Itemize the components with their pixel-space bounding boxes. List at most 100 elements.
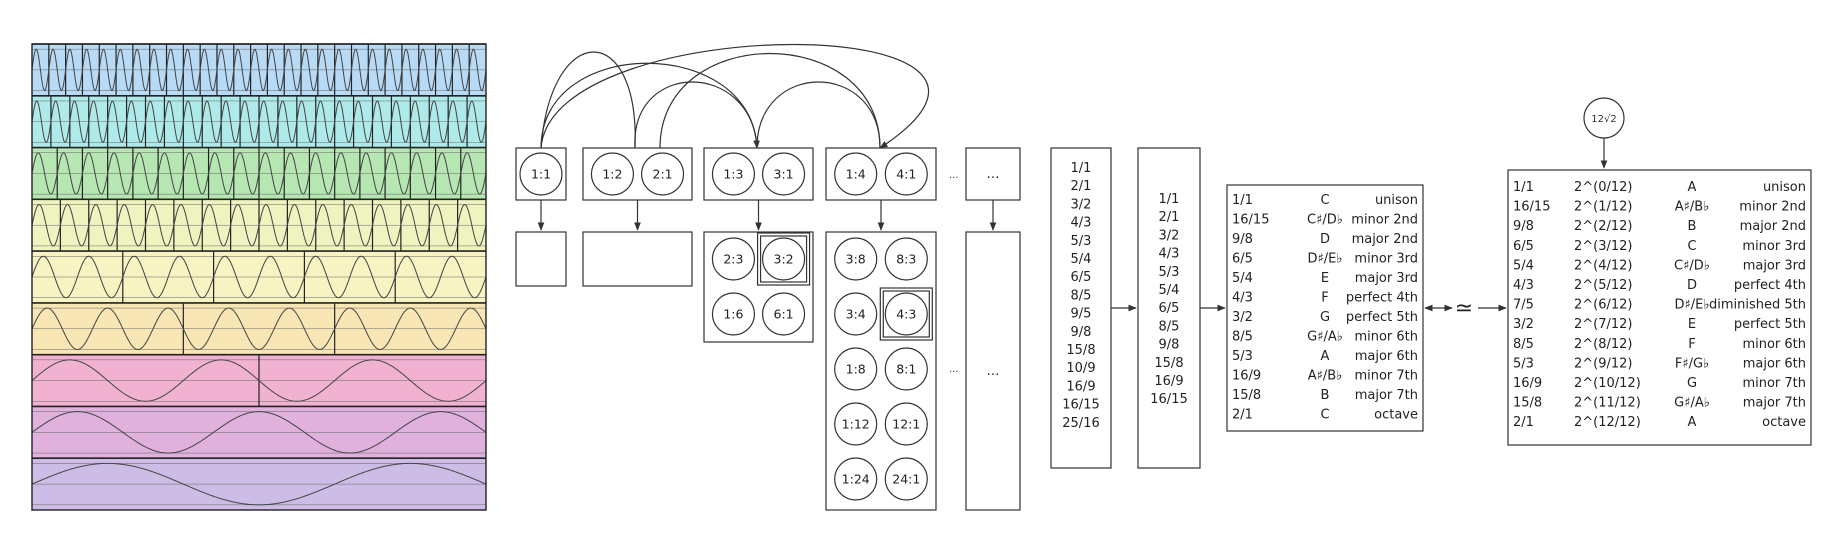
just-interval-name: minor 6th xyxy=(1354,330,1418,345)
just-ratio: 5/4 xyxy=(1232,271,1253,286)
unique-ratio-item: 4/3 xyxy=(1159,247,1180,262)
just-note: D xyxy=(1320,232,1330,247)
equal-interval-name: minor 7th xyxy=(1742,376,1806,391)
just-interval-name: major 6th xyxy=(1355,349,1418,364)
sine-wave xyxy=(31,359,487,402)
just-ratio: 1/1 xyxy=(1232,193,1253,208)
sine-wave xyxy=(31,100,487,143)
equal-power: 2^(9/12) xyxy=(1574,356,1633,371)
all-ratio-item: 8/5 xyxy=(1071,288,1092,303)
equal-interval-name: unison xyxy=(1763,180,1806,195)
arc-2-to-4 xyxy=(659,52,881,149)
all-ratio-item: 9/5 xyxy=(1071,307,1092,322)
just-ratio: 16/15 xyxy=(1232,213,1269,228)
equal-ratio: 15/8 xyxy=(1513,396,1542,411)
unique-ratio-item: 1/1 xyxy=(1159,192,1180,207)
just-interval-name: octave xyxy=(1374,408,1418,423)
equal-note: C xyxy=(1687,239,1696,254)
ratio-node xyxy=(834,292,878,336)
ellipsis-bottom: ... xyxy=(949,364,959,375)
just-interval-name: unison xyxy=(1375,193,1418,208)
just-interval-name: perfect 4th xyxy=(1346,291,1418,306)
equal-ratio: 7/5 xyxy=(1513,298,1534,313)
equal-power: 2^(10/12) xyxy=(1574,376,1641,391)
ratio-node-label: 1:4 xyxy=(846,167,866,182)
just-interval-name: minor 7th xyxy=(1354,369,1418,384)
equal-interval-name: diminished 5th xyxy=(1709,298,1806,313)
ratio-node xyxy=(761,292,806,336)
equal-note: F♯/G♭ xyxy=(1675,356,1709,371)
ratio-node-label: 1:1 xyxy=(531,167,551,182)
pair-group: 1:2 2:1 xyxy=(582,147,693,287)
ratio-node xyxy=(834,237,878,281)
arc-1-to-3 xyxy=(540,62,758,149)
ratio-node xyxy=(884,402,928,446)
wave-band xyxy=(31,146,487,200)
equal-note: A xyxy=(1688,415,1697,430)
just-ratio: 15/8 xyxy=(1232,388,1261,403)
highlight-frame xyxy=(756,232,811,286)
just-note: C xyxy=(1320,408,1329,423)
sine-wave xyxy=(31,255,487,299)
unique-ratio-item: 16/9 xyxy=(1154,374,1183,389)
just-interval-name: minor 3rd xyxy=(1354,252,1418,267)
more-pairs-ellipsis: … xyxy=(987,364,1000,379)
equal-ratio: 8/5 xyxy=(1513,337,1534,352)
highlight-frame-inner xyxy=(759,235,808,283)
all-ratio-item: 25/16 xyxy=(1062,416,1099,431)
all-ratio-item: 16/15 xyxy=(1062,398,1099,413)
wave-band xyxy=(31,457,487,510)
equal-ratio: 3/2 xyxy=(1513,317,1534,332)
ratio-lists: 1/12/13/24/35/35/46/58/59/59/815/810/916… xyxy=(1050,147,1226,469)
pair-group: 1:1 xyxy=(515,147,567,287)
equal-interval-name: minor 2nd xyxy=(1739,200,1806,215)
wave-band xyxy=(31,43,487,96)
ratio-node-label: 1:2 xyxy=(602,167,622,182)
equal-interval-name: major 7th xyxy=(1743,396,1806,411)
all-ratio-item: 4/3 xyxy=(1071,216,1092,231)
equal-ratio: 1/1 xyxy=(1513,180,1534,195)
more-groups-ellipsis: … xyxy=(987,167,1000,182)
just-ratio: 5/3 xyxy=(1232,349,1253,364)
just-interval-name: major 7th xyxy=(1355,388,1418,403)
ratio-node xyxy=(761,152,806,196)
pair-group-bottom-box xyxy=(515,231,567,287)
just-ratio: 16/9 xyxy=(1232,369,1261,384)
ratio-node-label: 24:1 xyxy=(892,472,920,487)
ratio-node-label: 8:1 xyxy=(896,362,916,377)
ratio-node-label: 3:2 xyxy=(774,252,794,267)
ellipsis-column: ... ... … … xyxy=(949,147,1021,511)
equal-power: 2^(7/12) xyxy=(1574,317,1633,332)
equal-power: 2^(5/12) xyxy=(1574,278,1633,293)
equal-note: E xyxy=(1688,317,1696,332)
unique-ratio-item: 5/4 xyxy=(1159,283,1180,298)
just-note: A xyxy=(1321,349,1330,364)
ratio-node-label: 2:1 xyxy=(653,167,673,182)
connection-arcs xyxy=(540,44,930,149)
equal-interval-name: minor 3rd xyxy=(1742,239,1806,254)
equal-interval-name: minor 6th xyxy=(1742,337,1806,352)
arc-3-to-4 xyxy=(756,81,881,149)
unique-ratio-item: 2/1 xyxy=(1159,210,1180,225)
ratio-node-label: 3:4 xyxy=(846,307,866,322)
sine-wave xyxy=(31,48,487,92)
all-ratio-item: 16/9 xyxy=(1066,379,1095,394)
just-ratio: 8/5 xyxy=(1232,330,1253,345)
all-ratio-item: 9/8 xyxy=(1071,325,1092,340)
